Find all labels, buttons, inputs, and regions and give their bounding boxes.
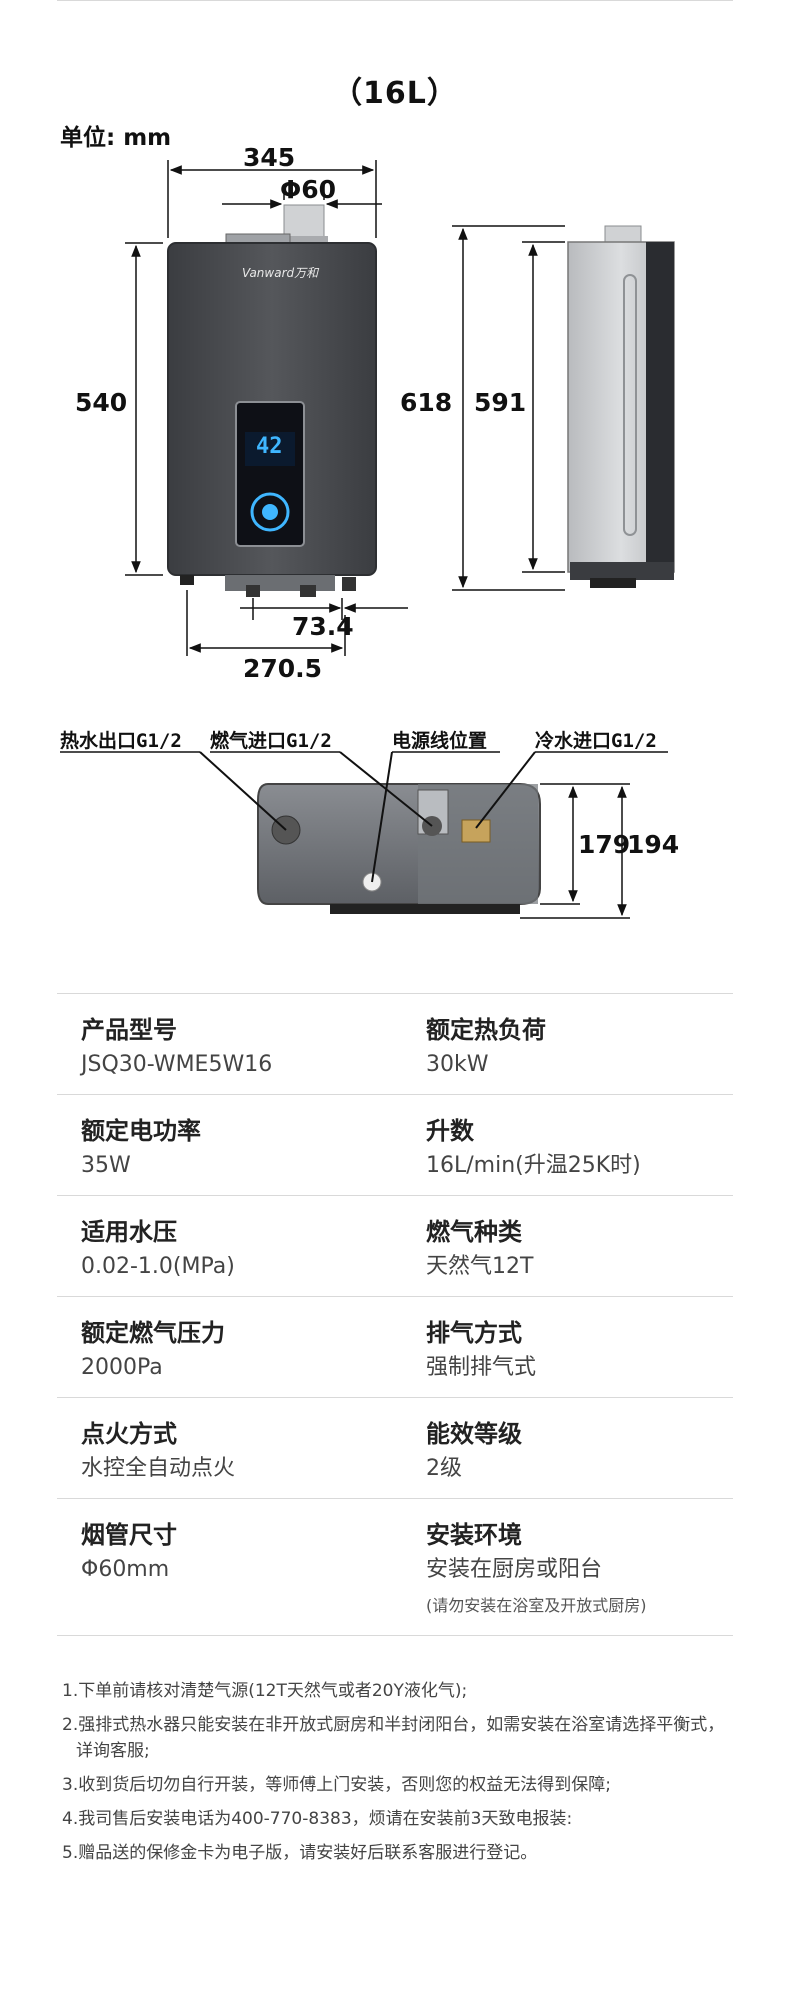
spec-label: 烟管尺寸 — [81, 1521, 177, 1549]
bottom-view — [60, 751, 668, 919]
spec-row: 点火方式水控全自动点火 能效等级 2级 — [57, 1397, 733, 1498]
dim-body-height-591: 591 — [474, 388, 527, 417]
model-size-title: （16L） — [332, 76, 458, 111]
spec-value: 0.02-1.0(MPa) — [81, 1254, 235, 1279]
note-item: 1.下单前请核对清楚气源(12T天然气或者20Y液化气); — [62, 1681, 468, 1701]
dim-pipe-span: 270.5 — [243, 654, 323, 683]
callout-cold-water-inlet: 冷水进口G1/2 — [535, 730, 657, 752]
note-item: 4.我司售后安装电话为400-770-8383，烦请在安装前3天致电报装: — [62, 1809, 573, 1829]
spec-label: 额定燃气压力 — [81, 1319, 225, 1347]
install-notes: 1.下单前请核对清楚气源(12T天然气或者20Y液化气); 2.强排式热水器只能… — [62, 1680, 752, 1876]
spec-value: 35W — [81, 1153, 131, 1178]
display-panel — [235, 401, 305, 547]
front-view — [125, 160, 408, 656]
control-knob — [250, 492, 290, 532]
spec-value: 水控全自动点火 — [81, 1456, 236, 1481]
spec-label: 燃气种类 — [426, 1218, 522, 1246]
spec-label: 额定热负荷 — [426, 1016, 546, 1044]
display-temperature: 42 — [256, 434, 283, 459]
spec-label: 升数 — [426, 1117, 474, 1145]
spec-value: 30kW — [426, 1052, 489, 1077]
spec-value: 2级 — [426, 1456, 462, 1481]
callout-hot-water-outlet: 热水出口G1/2 — [60, 730, 182, 752]
spec-row: 产品型号 JSQ30-WME5W16 额定热负荷 30kW — [57, 993, 733, 1094]
spec-value: 天然气12T — [426, 1254, 534, 1279]
spec-value: Φ60mm — [81, 1557, 170, 1582]
dim-depth-179: 179 — [578, 830, 631, 859]
callout-gas-inlet: 燃气进口G1/2 — [210, 730, 332, 752]
note-item: 详询客服; — [76, 1741, 150, 1761]
spec-label: 适用水压 — [81, 1218, 177, 1246]
note-item: 5.赠品送的保修金卡为电子版，请安装好后联系客服进行登记。 — [62, 1843, 538, 1863]
spec-value: 强制排气式 — [426, 1355, 537, 1380]
side-view — [452, 225, 675, 591]
dim-height-540: 540 — [75, 388, 128, 417]
spec-value: JSQ30-WME5W16 — [81, 1052, 273, 1077]
spec-value: 2000Pa — [81, 1355, 163, 1380]
spec-value: 安装在厨房或阳台 — [426, 1557, 603, 1582]
cold-water-valve — [461, 819, 491, 843]
spec-row: 适用水压 0.02-1.0(MPa) 燃气种类天然气12T — [57, 1195, 733, 1296]
spec-label: 点火方式 — [81, 1420, 177, 1448]
note-item: 2.强排式热水器只能安装在非开放式厨房和半封闭阳台，如需安装在浴室请选择平衡式， — [62, 1715, 725, 1735]
spec-table: 产品型号 JSQ30-WME5W16 额定热负荷 30kW 额定电功率 35W 升数 1… — [57, 993, 733, 1636]
product-drawing — [60, 160, 675, 919]
spec-label: 能效等级 — [426, 1420, 522, 1448]
brand-logo: Vanward万和 — [242, 266, 319, 280]
spec-row: 额定电功率 35W 升数 16L/min(升温25K时) — [57, 1094, 733, 1195]
unit-label: 单位: mm — [60, 125, 172, 151]
spec-note: (请勿安装在浴室及开放式厨房) — [426, 1596, 647, 1615]
dim-total-height-618: 618 — [400, 388, 453, 417]
spec-label: 额定电功率 — [81, 1117, 201, 1145]
dim-pipe-gap: 73.4 — [292, 612, 354, 641]
note-item: 3.收到货后切勿自行开装，等师傅上门安装，否则您的权益无法得到保障; — [62, 1775, 611, 1795]
top-divider — [57, 0, 733, 1]
callout-power-cord: 电源线位置 — [392, 730, 488, 752]
spec-label: 排气方式 — [426, 1319, 522, 1347]
spec-label: 安装环境 — [426, 1521, 522, 1549]
spec-row: 额定燃气压力 2000Pa 排气方式强制排气式 — [57, 1296, 733, 1397]
spec-label: 产品型号 — [81, 1016, 177, 1044]
dim-width-345: 345 — [243, 143, 296, 172]
spec-row: 烟管尺寸 Φ60mm 安装环境安装在厨房或阳台 (请勿安装在浴室及开放式厨房) — [57, 1498, 733, 1636]
dim-depth-194: 194 — [627, 830, 680, 859]
spec-value: 16L/min(升温25K时) — [426, 1153, 641, 1178]
dim-flue-diameter: Φ60 — [280, 175, 337, 204]
